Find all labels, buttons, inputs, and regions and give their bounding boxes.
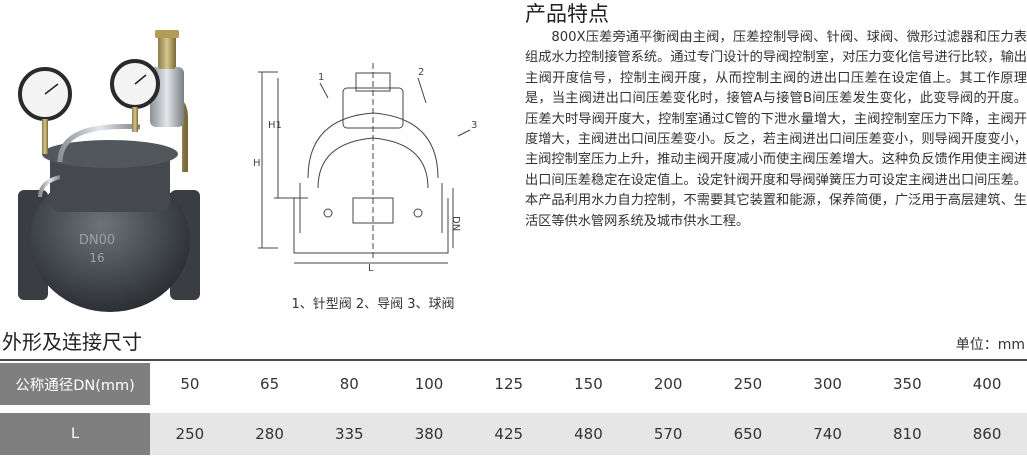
table-cell: 50: [150, 363, 230, 413]
drawing-caption: 1、针型阀 2、导阀 3、球阀: [291, 297, 455, 312]
table-cell: 125: [468, 363, 549, 413]
pressure-gauge-right: [110, 59, 160, 132]
table-cell: 570: [628, 413, 709, 455]
valve-photo: DN00 16: [18, 30, 200, 312]
callout-1: 1: [318, 72, 324, 83]
table-cell: 300: [787, 363, 868, 413]
features-body: 800X压差旁通平衡阀由主阀，压差控制导阀、针阀、球阀、微形过滤器和压力表组成水…: [525, 30, 1027, 229]
table-cell: 810: [867, 413, 948, 455]
table-cell: 400: [947, 363, 1027, 413]
table-cell: 650: [708, 413, 788, 455]
table-cell: 425: [468, 413, 549, 455]
table-row-l: L 250 280 335 380 425 480 570 650 740 81…: [0, 413, 1027, 455]
table-cell: 740: [787, 413, 868, 455]
dim-dn: DN: [450, 216, 461, 231]
table-cell: 280: [229, 413, 310, 455]
section-divider: [0, 359, 1027, 361]
row-header-l: L: [0, 413, 150, 455]
table-cell: 80: [309, 363, 390, 413]
table-cell: 100: [389, 363, 469, 413]
body-marking-pressure: 16: [89, 251, 104, 265]
table-cell: 200: [628, 363, 709, 413]
table-cell: 250: [708, 363, 788, 413]
table-cell: 380: [389, 413, 469, 455]
table-cell: 65: [229, 363, 310, 413]
callout-2: 2: [418, 67, 424, 78]
features-title: 产品特点: [525, 2, 609, 26]
dimensions-table: 公称通径DN(mm) 50 65 80 100 125 150 200 250 …: [0, 363, 1027, 455]
dim-h1: H1: [268, 120, 282, 131]
table-cell: 860: [947, 413, 1027, 455]
dimensions-title: 外形及连接尺寸: [2, 330, 142, 354]
body-marking: DN00: [79, 233, 115, 248]
valve-section-drawing: H H1 DN L 1 2 3: [253, 63, 477, 274]
table-cell: 350: [867, 363, 948, 413]
table-row-dn: 公称通径DN(mm) 50 65 80 100 125 150 200 250 …: [0, 363, 1027, 413]
pressure-gauge-left: [18, 67, 72, 154]
unit-label: 单位：mm: [955, 337, 1025, 353]
dim-h: H: [253, 158, 261, 169]
callout-3: 3: [471, 120, 477, 131]
row-header-dn: 公称通径DN(mm): [0, 363, 150, 413]
table-cell: 150: [548, 363, 629, 413]
table-cell: 480: [548, 413, 629, 455]
table-cell: 335: [309, 413, 390, 455]
dim-l: L: [368, 263, 374, 274]
table-cell: 250: [150, 413, 230, 455]
